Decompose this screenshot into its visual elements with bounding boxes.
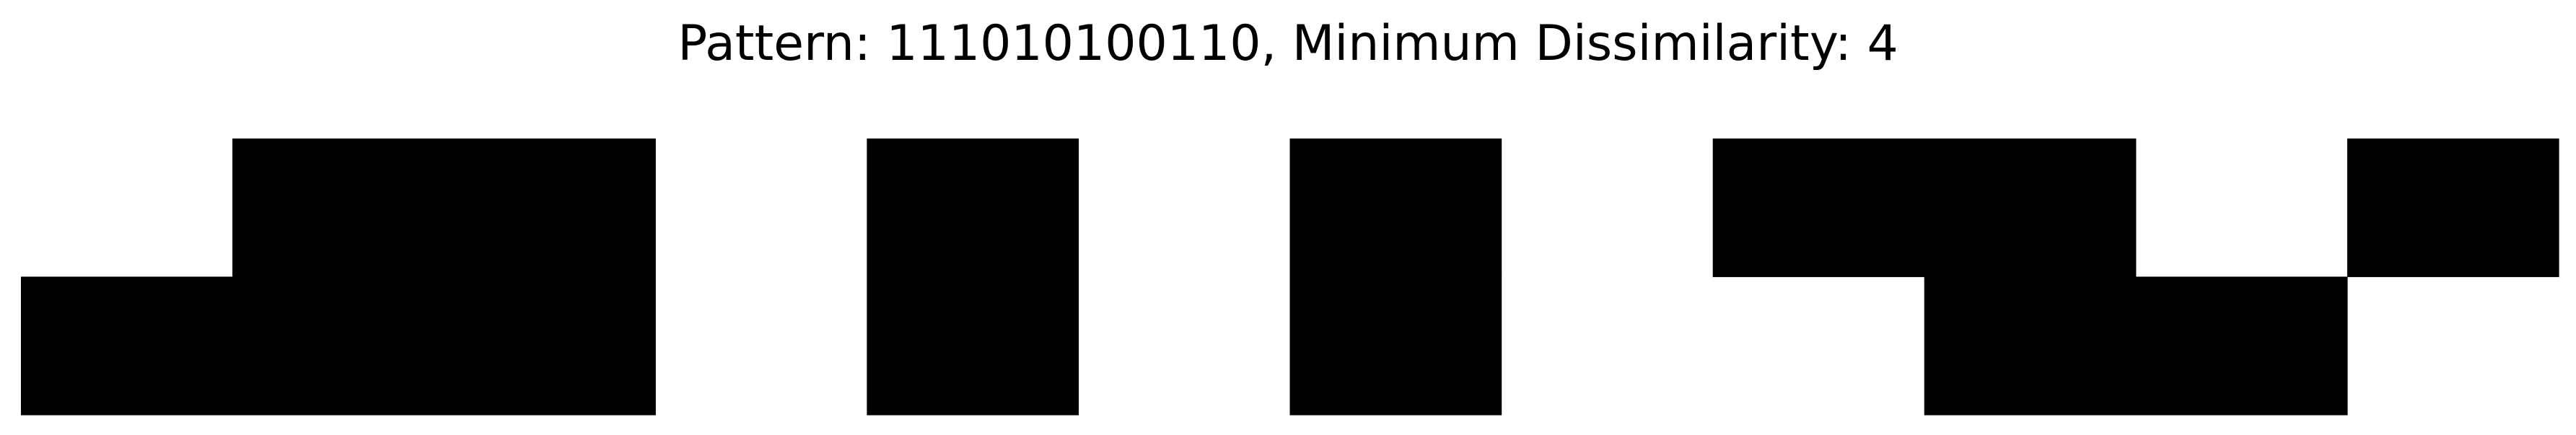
grid-cell-r1-c10 [2135,276,2348,416]
grid-cell-r1-c4 [867,276,1079,416]
grid-cell-r1-c6 [1289,276,1502,416]
grid-cell-r0-c1 [232,139,444,278]
grid-cell-r0-c6 [1289,139,1502,278]
diagram-title: Pattern: 111010100110, Minimum Dissimila… [678,15,1898,72]
grid-cell-r1-c2 [444,276,656,416]
grid-cell-r0-c11 [2347,139,2559,278]
grid-cell-r1-c0 [21,276,233,416]
grid-cell-r1-c1 [232,276,444,416]
grid-cell-r0-c9 [1924,139,2137,278]
grid-cell-r0-c2 [444,139,656,278]
grid-cell-r0-c4 [867,139,1079,278]
grid-cell-r1-c9 [1924,276,2137,416]
grid-cell-r0-c8 [1712,139,1925,278]
